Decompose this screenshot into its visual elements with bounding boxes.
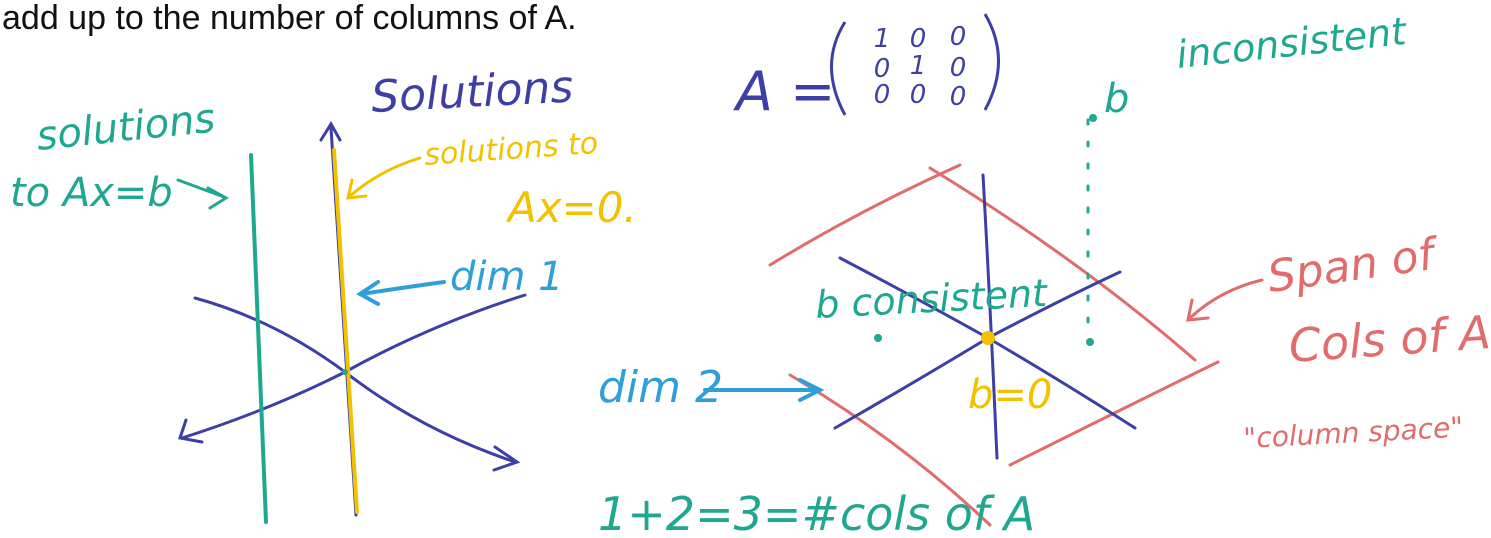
matrix-cell: 0 <box>950 53 967 83</box>
top-arrowhead <box>319 121 342 142</box>
matrix-cell: 0 <box>950 22 967 52</box>
right-diagram <box>768 114 1220 527</box>
label-inconsistent: inconsistent <box>1174 9 1410 77</box>
matrix-cell: 1 <box>874 24 891 54</box>
label-dim-2: dim 2 <box>598 362 723 413</box>
arrow-dim-2 <box>703 378 825 402</box>
label-solutions-ax-b-line2: to Ax=b <box>10 170 173 216</box>
matrix-cell: 0 <box>950 82 967 112</box>
matrix-cell: 0 <box>874 54 891 84</box>
matrix-cell: 0 <box>910 24 927 54</box>
plane-axis-3 <box>981 173 999 460</box>
arrow-to-affine-line <box>176 178 229 210</box>
arrow-to-null-space <box>346 156 422 200</box>
label-b-zero: b=0 <box>968 372 1052 418</box>
left-axis-line-2 <box>180 293 527 440</box>
label-inconsistent-b: b <box>1104 76 1129 122</box>
bottom-equation: 1+2=3=#cols of A <box>598 487 1035 538</box>
label-dim-1: dim 1 <box>450 254 564 300</box>
matrix-cell: 0 <box>874 80 891 110</box>
left-axis-line-1 <box>193 296 517 464</box>
label-b-consistent: b consistent <box>814 271 1050 327</box>
label-solutions-ax-0-line1: solutions to <box>423 126 599 173</box>
matrix-a: A = 1 0 0 0 1 0 0 0 0 <box>733 13 1000 123</box>
matrix-lhs: A = <box>733 60 835 123</box>
arrow-to-plane <box>1186 278 1264 322</box>
origin-point <box>981 331 995 345</box>
origin-dot-left <box>342 369 348 375</box>
plane-edge-bottom-right <box>1008 360 1220 467</box>
label-solutions-ax-b-line1: solutions <box>34 95 217 159</box>
consistent-b-point <box>874 334 882 342</box>
label-span-line2: Cols of A <box>1287 305 1491 373</box>
left-arrowhead-1 <box>492 445 521 472</box>
left-arrowhead-2 <box>178 418 204 444</box>
matrix-left-paren <box>830 21 847 116</box>
solutions-title: Solutions <box>370 61 575 123</box>
matrix-cell: 1 <box>910 51 927 81</box>
matrix-cell: 0 <box>910 80 927 110</box>
affine-solution-line <box>249 153 268 524</box>
inconsistent-b-point <box>1089 114 1097 122</box>
null-space-line <box>332 148 359 514</box>
header-text: add up to the number of columns of A. <box>2 0 577 37</box>
matrix-right-paren <box>983 13 1000 111</box>
arrow-dim-1 <box>356 280 446 306</box>
label-span-line1: Span of <box>1264 228 1443 303</box>
label-solutions-ax-0-line2: Ax=0. <box>505 183 637 232</box>
projected-b-point <box>1086 338 1094 346</box>
plane-edge-top-left <box>768 163 962 267</box>
left-diagram <box>178 121 527 524</box>
label-column-space: "column space" <box>1243 411 1464 455</box>
plane-edge-top-right <box>928 166 1197 362</box>
